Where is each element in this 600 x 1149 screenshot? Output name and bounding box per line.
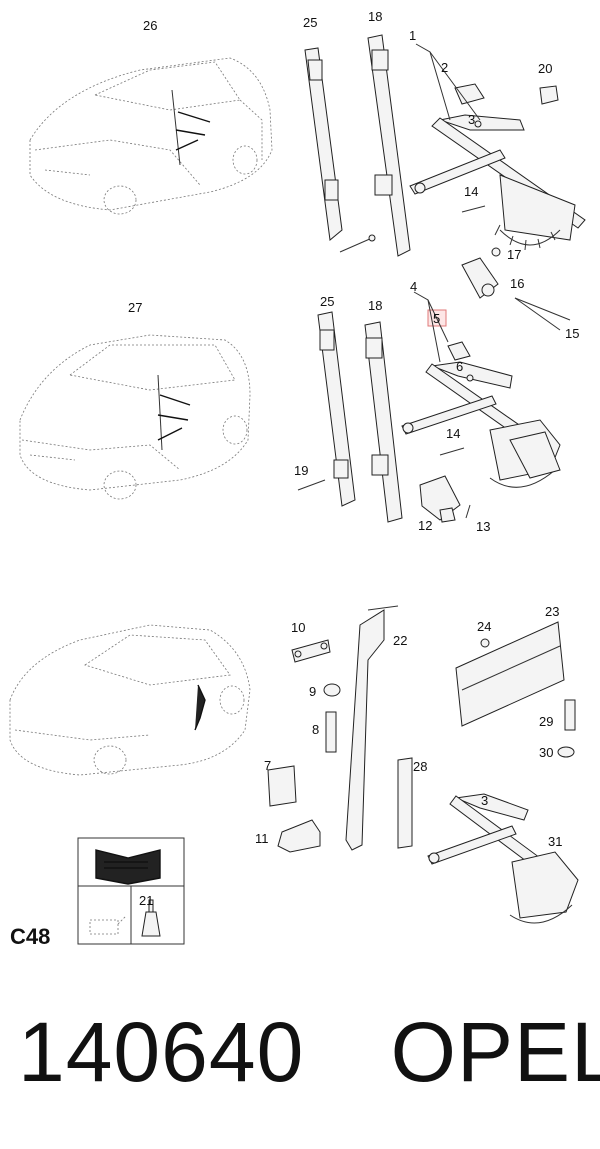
part-label: 12	[418, 518, 432, 533]
part-number-labels: 26 25 18 1 2 20 3 14 17 16 15 27 25 18 4…	[128, 9, 579, 908]
part-label: 13	[476, 519, 490, 534]
part-label: 21	[139, 893, 153, 908]
car-sedan-illustration	[29, 57, 273, 215]
part-label: 17	[507, 247, 521, 262]
part-label: 10	[291, 620, 305, 635]
part-label: 15	[565, 326, 579, 341]
part-label: 11	[255, 831, 269, 846]
part-label: 14	[446, 426, 460, 441]
part-label: 4	[410, 279, 417, 294]
part-label: 6	[456, 359, 463, 374]
catalog-footer: 140640 OPEL	[18, 1004, 600, 1101]
part-label: 9	[309, 684, 316, 699]
part-label: 18	[368, 9, 382, 24]
part-label: 25	[303, 15, 317, 30]
part-label: 30	[539, 745, 553, 760]
part-label: 8	[312, 722, 319, 737]
part-label: 3	[468, 112, 475, 127]
adhesive-tube-icon	[141, 899, 161, 937]
part-label: 7	[264, 758, 271, 773]
part-label: 14	[464, 184, 478, 199]
part-label: 25	[320, 294, 334, 309]
oil-can-icon	[89, 915, 127, 935]
top-regulator-group	[304, 34, 586, 331]
car-mpv-illustration	[19, 334, 251, 500]
part-label: 29	[539, 714, 553, 729]
section-code: C48	[10, 924, 51, 949]
part-label: 26	[143, 18, 157, 33]
part-label: 19	[294, 463, 308, 478]
lower-parts-group	[77, 605, 579, 945]
brand-name: OPEL	[390, 1005, 600, 1099]
part-label: 20	[538, 61, 552, 76]
part-label: 2	[441, 60, 448, 75]
part-label-highlighted[interactable]: 5	[433, 311, 440, 326]
part-label: 28	[413, 759, 427, 774]
part-label: 27	[128, 300, 142, 315]
part-label: 18	[368, 298, 382, 313]
part-label: 22	[393, 633, 407, 648]
part-label: 1	[409, 28, 416, 43]
part-label: 24	[477, 619, 491, 634]
part-label: 3	[481, 793, 488, 808]
middle-regulator-group	[297, 291, 561, 523]
part-label: 23	[545, 604, 559, 619]
part-label: 31	[548, 834, 562, 849]
car-hatchback-illustration	[9, 624, 251, 776]
catalog-number: 140640	[18, 1005, 305, 1099]
part-label: 16	[510, 276, 524, 291]
exploded-parts-diagram: 26 25 18 1 2 20 3 14 17 16 15 27 25 18 4…	[9, 9, 586, 945]
manual-book-icon	[95, 849, 161, 885]
